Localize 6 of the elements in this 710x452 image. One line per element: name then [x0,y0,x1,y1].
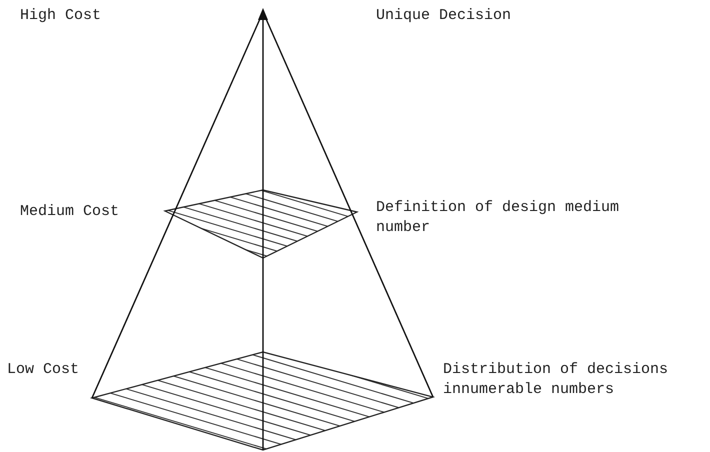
level-label: Medium Cost [20,202,120,222]
level-label: Unique Decision [376,6,512,26]
level-label: Low Cost [7,360,80,380]
level-label: Distribution of decisions innumerable numbers [443,360,670,400]
level-label: High Cost [20,6,102,26]
level-label: Definition of design medium number [376,198,620,238]
